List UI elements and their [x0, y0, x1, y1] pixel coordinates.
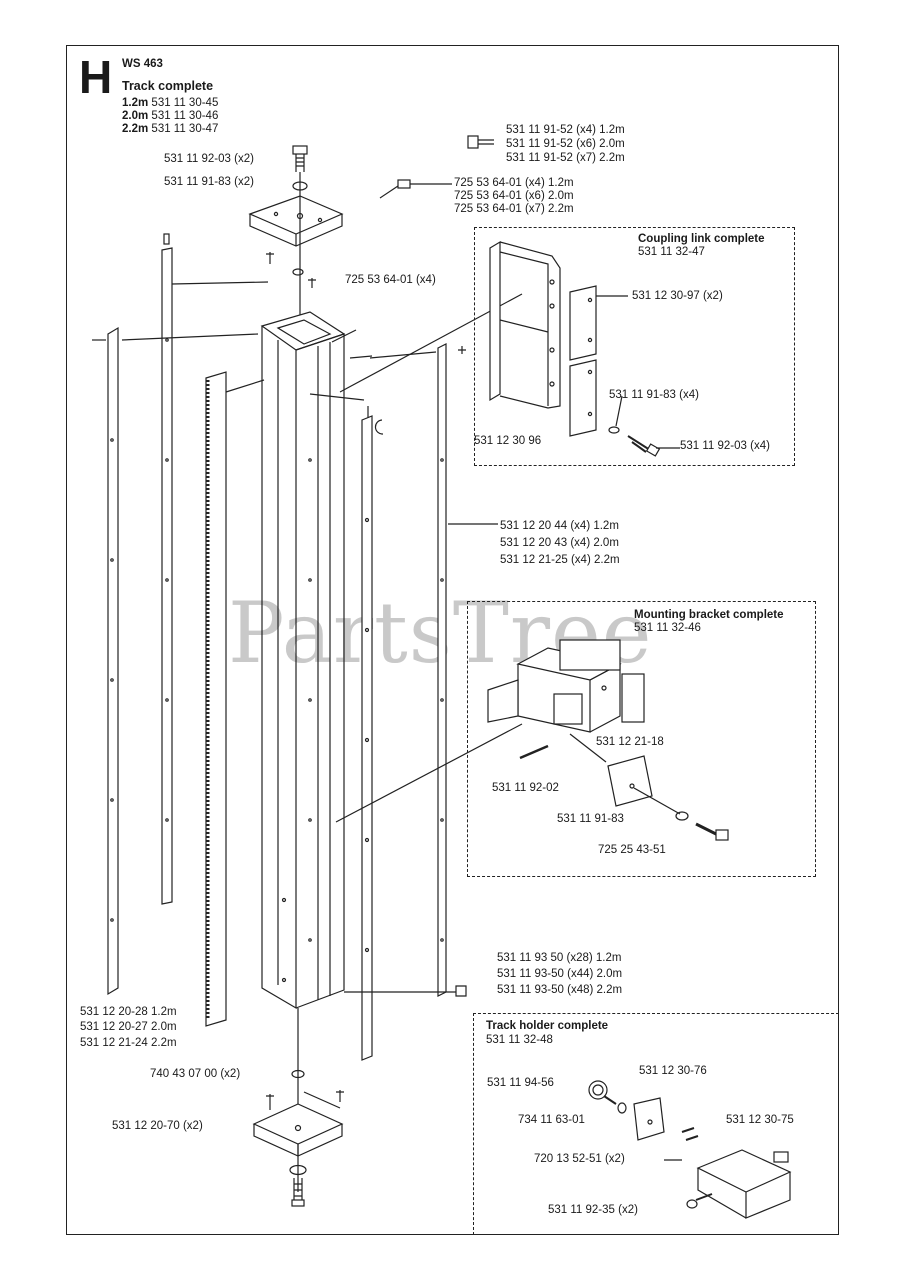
nuts-right-1: 725 53 64-01 (x4) 1.2m	[454, 177, 574, 189]
side-strip-left	[92, 326, 119, 996]
mounting-washer-label: 531 11 91-83	[557, 813, 624, 825]
holder-title: Track holder complete	[486, 1020, 609, 1032]
bolts-right-3: 531 11 91-52 (x7) 2.2m	[506, 152, 625, 164]
screws-label-3: 531 11 93-50 (x48) 2.2m	[497, 984, 623, 996]
track-variant-1: 1.2m 531 11 30-45	[122, 97, 219, 109]
holder-block-label: 531 12 30-75	[726, 1114, 794, 1126]
coupling-bolt-label: 531 11 92-03 (x4)	[680, 440, 770, 452]
rails-label-1: 531 12 20 44 (x4) 1.2m	[500, 520, 619, 532]
coupling-part: 531 11 32-47	[638, 246, 705, 258]
bottom-washer-icon	[291, 1069, 305, 1079]
narrow-strip	[161, 233, 173, 905]
rack-label-2: 531 12 20-27 2.0m	[80, 1021, 177, 1033]
bottom-bolt-icon	[291, 1178, 305, 1207]
model-label: WS 463	[122, 58, 163, 70]
rack-label-3: 531 12 21-24 2.2m	[80, 1037, 177, 1049]
track-variant-3: 2.2m 531 11 30-47	[122, 123, 219, 135]
main-track-column	[260, 311, 346, 1010]
mounting-part: 531 11 32-46	[634, 622, 701, 634]
mounting-tube-label: 531 12 21-18	[596, 736, 664, 748]
gear-rack	[205, 371, 227, 1027]
track-holder-drawing	[588, 1080, 792, 1219]
rack-label-1: 531 12 20-28 1.2m	[80, 1006, 177, 1018]
coupling-link-box	[474, 227, 795, 466]
mounting-bolt-label: 531 11 92-02	[492, 782, 559, 794]
bolts-right-2: 531 11 91-52 (x6) 2.0m	[506, 138, 625, 150]
section-letter: H	[79, 51, 113, 103]
coupling-link-drawing	[489, 240, 661, 457]
mounting-screw-label: 725 25 43-51	[598, 844, 666, 856]
coupling-washer-label: 531 11 91-83 (x4)	[609, 389, 699, 401]
nuts-right-3: 725 53 64-01 (x7) 2.2m	[454, 203, 574, 215]
mounting-bracket-drawing	[487, 639, 729, 841]
holder-bolt-label: 531 11 92-35 (x2)	[548, 1204, 638, 1216]
screws-label-1: 531 11 93 50 (x28) 1.2m	[497, 952, 622, 964]
bracket-bottom-label: 531 12 20-70 (x2)	[112, 1120, 203, 1132]
screws-label-2: 531 11 93-50 (x44) 2.0m	[497, 968, 623, 980]
top-end-bracket	[248, 195, 344, 247]
coupling-link-label: 531 12 30 96	[474, 435, 542, 447]
holder-pin-label: 720 13 52-51 (x2)	[534, 1153, 625, 1165]
track-holder-box	[473, 1013, 839, 1235]
track-variant-2: 2.0m 531 11 30-46	[122, 110, 219, 122]
bolts-right-1: 531 11 91-52 (x4) 1.2m	[506, 124, 625, 136]
bolt-top-label: 531 11 92-03 (x2)	[164, 153, 254, 165]
nut-top-label: 725 53 64-01 (x4)	[345, 274, 436, 286]
rails-label-3: 531 12 21-25 (x4) 2.2m	[500, 554, 620, 566]
diagram-frame	[66, 45, 839, 1235]
holder-part: 531 11 32-48	[486, 1034, 553, 1046]
track-complete-title: Track complete	[122, 79, 214, 93]
coupling-plate-label: 531 12 30-97 (x2)	[632, 290, 723, 302]
nut-small-icon	[379, 179, 411, 199]
top-bolt-icon	[292, 145, 308, 172]
holder-plate-label: 531 12 30-76	[639, 1065, 707, 1077]
mounting-title: Mounting bracket complete	[634, 609, 784, 621]
washer-top-label: 531 11 91-83 (x2)	[164, 176, 254, 188]
bolt-small-icon	[467, 135, 494, 149]
bottom-end-bracket	[252, 1090, 344, 1157]
washer-bottom-label: 740 43 07 00 (x2)	[150, 1068, 241, 1080]
holder-washer-label: 734 11 63-01	[518, 1114, 585, 1126]
side-strip-middle	[361, 406, 384, 1061]
side-strip-right	[437, 343, 466, 997]
nuts-right-2: 725 53 64-01 (x6) 2.0m	[454, 190, 574, 202]
holder-knob-label: 531 11 94-56	[487, 1077, 554, 1089]
mounting-bracket-box	[467, 601, 816, 877]
rails-label-2: 531 12 20 43 (x4) 2.0m	[500, 537, 619, 549]
coupling-title: Coupling link complete	[638, 233, 765, 245]
